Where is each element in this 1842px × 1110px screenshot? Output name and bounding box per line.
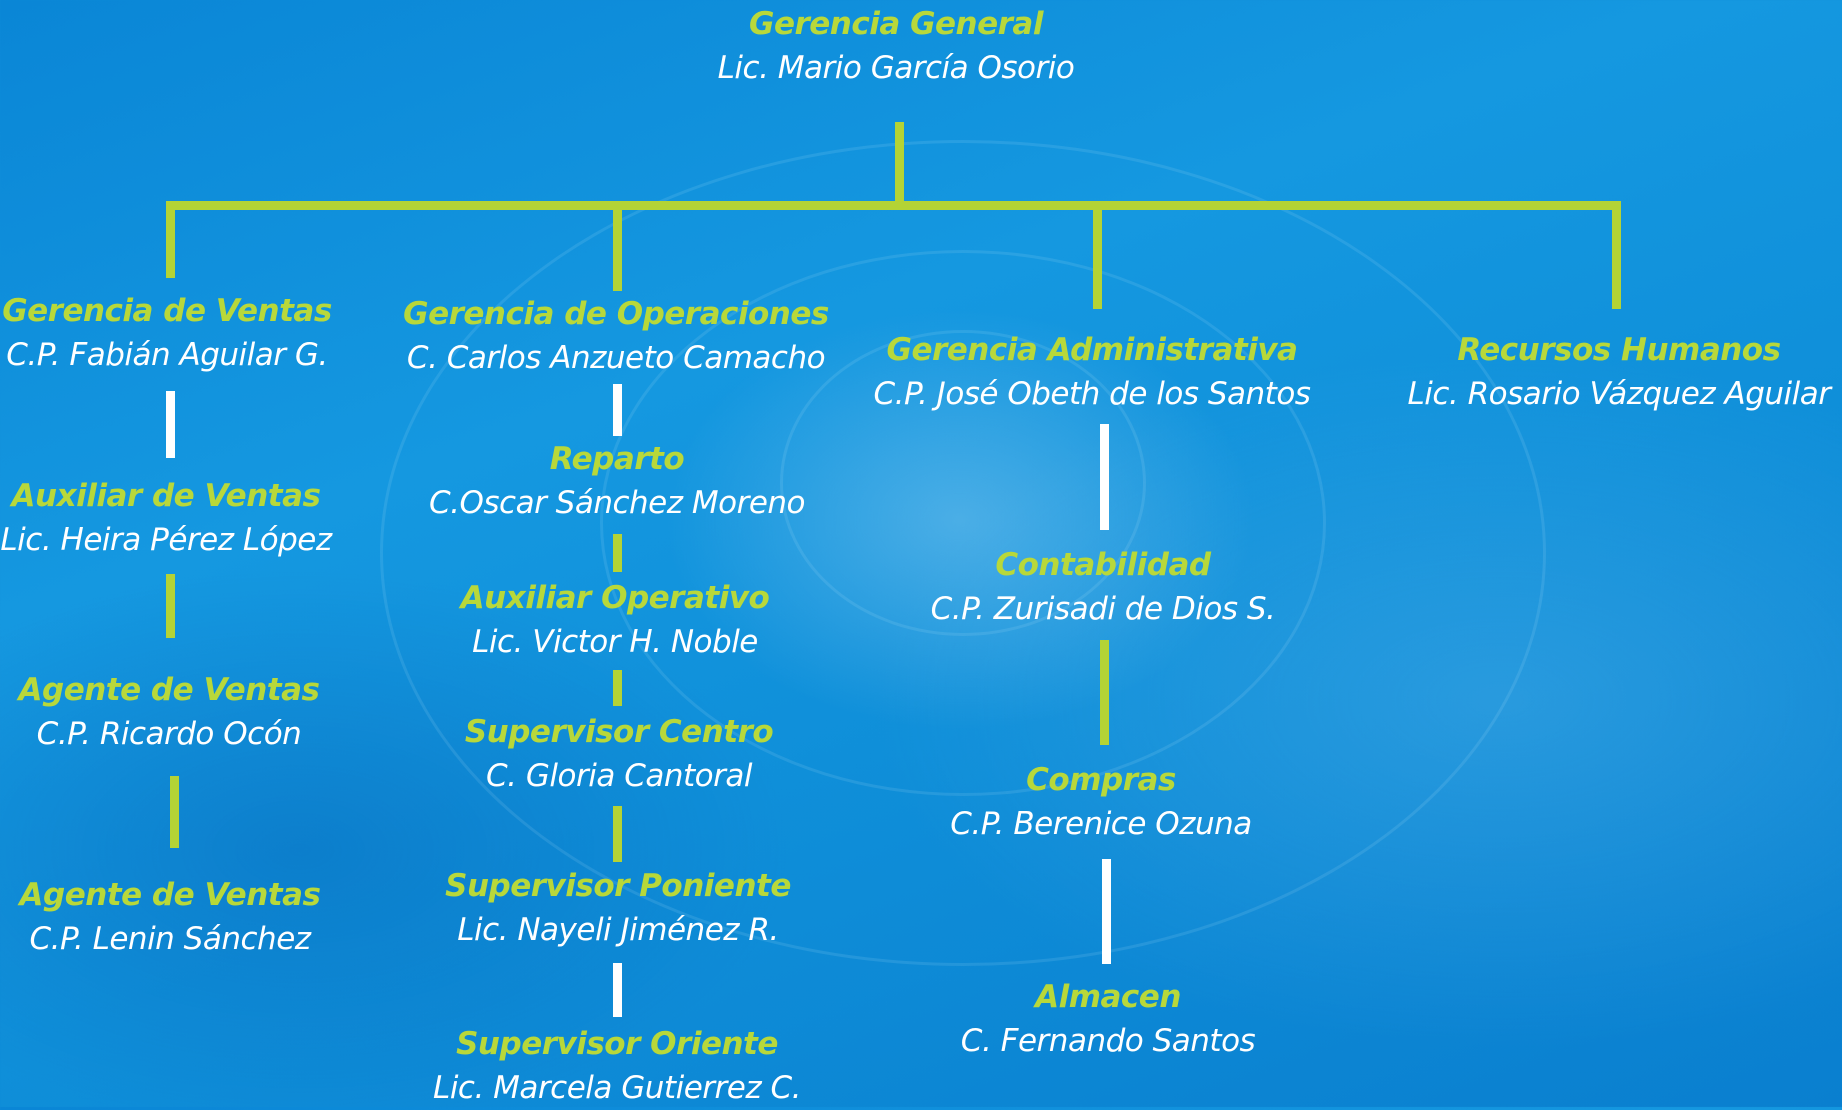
node-person: Lic. Mario García Osorio bbox=[717, 50, 1075, 86]
node-title: Compras bbox=[1026, 762, 1176, 798]
node-supervisor-centro: Supervisor Centro C. Gloria Cantoral bbox=[464, 710, 774, 798]
connector-ventas bbox=[166, 201, 175, 278]
connector-operaciones-1 bbox=[613, 384, 622, 436]
node-auxiliar-ventas: Auxiliar de Ventas Lic. Heira Pérez Lópe… bbox=[0, 474, 332, 562]
node-contabilidad: Contabilidad C.P. Zurisadi de Dios S. bbox=[931, 543, 1276, 631]
node-person: C.P. Zurisadi de Dios S. bbox=[930, 591, 1276, 627]
node-gerencia-administrativa: Gerencia Administrativa C.P. José Obeth … bbox=[874, 328, 1311, 416]
connector-rrhh bbox=[1612, 201, 1621, 309]
connector-horizontal bbox=[166, 201, 1621, 210]
node-gerencia-operaciones: Gerencia de Operaciones C. Carlos Anzuet… bbox=[403, 292, 829, 380]
connector-operaciones-5 bbox=[613, 963, 622, 1017]
node-person: C.P. Lenin Sánchez bbox=[29, 921, 311, 957]
node-title: Supervisor Centro bbox=[464, 714, 774, 750]
node-person: C.Oscar Sánchez Moreno bbox=[428, 485, 806, 521]
node-person: Lic. Heira Pérez López bbox=[0, 522, 332, 558]
node-person: Lic. Marcela Gutierrez C. bbox=[433, 1070, 801, 1106]
node-gerencia-general: Gerencia General Lic. Mario García Osori… bbox=[718, 2, 1075, 90]
node-title: Gerencia de Ventas bbox=[2, 293, 332, 329]
connector-ventas-1 bbox=[166, 391, 175, 458]
node-title: Agente de Ventas bbox=[18, 672, 320, 708]
node-title: Auxiliar Operativo bbox=[460, 580, 770, 616]
node-person: C.P. Fabián Aguilar G. bbox=[6, 337, 328, 373]
node-person: C.P. José Obeth de los Santos bbox=[873, 376, 1311, 412]
node-title: Contabilidad bbox=[995, 547, 1211, 583]
node-recursos-humanos: Recursos Humanos Lic. Rosario Vázquez Ag… bbox=[1408, 328, 1831, 416]
node-title: Almacen bbox=[1035, 979, 1181, 1015]
node-title: Reparto bbox=[549, 441, 685, 477]
node-person: Lic. Victor H. Noble bbox=[472, 624, 758, 660]
node-compras: Compras C.P. Berenice Ozuna bbox=[950, 758, 1252, 846]
connector-administrativa-1 bbox=[1100, 424, 1109, 530]
node-person: C. Carlos Anzueto Camacho bbox=[406, 340, 826, 376]
water-ripple bbox=[380, 140, 1546, 966]
connector-administrativa-3 bbox=[1102, 859, 1111, 964]
node-title: Supervisor Poniente bbox=[445, 868, 791, 904]
connector-ventas-2 bbox=[166, 574, 175, 638]
connector-operaciones bbox=[613, 201, 622, 291]
node-title: Gerencia General bbox=[749, 6, 1043, 42]
node-person: Lic. Nayeli Jiménez R. bbox=[457, 912, 779, 948]
node-gerencia-ventas: Gerencia de Ventas C.P. Fabián Aguilar G… bbox=[2, 289, 332, 377]
node-supervisor-oriente: Supervisor Oriente Lic. Marcela Gutierre… bbox=[433, 1022, 801, 1110]
node-person: Lic. Rosario Vázquez Aguilar bbox=[1407, 376, 1831, 412]
node-auxiliar-operativo: Auxiliar Operativo Lic. Victor H. Noble bbox=[461, 576, 770, 664]
node-person: C. Fernando Santos bbox=[960, 1023, 1256, 1059]
node-reparto: Reparto C.Oscar Sánchez Moreno bbox=[428, 437, 806, 525]
node-person: C.P. Ricardo Ocón bbox=[36, 716, 302, 752]
node-title: Gerencia Administrativa bbox=[886, 332, 1298, 368]
connector-operaciones-3 bbox=[613, 670, 622, 706]
node-agente-ventas: Agente de Ventas C.P. Ricardo Ocón bbox=[19, 668, 320, 756]
connector-root bbox=[895, 122, 904, 205]
node-title: Auxiliar de Ventas bbox=[11, 478, 321, 514]
connector-operaciones-4 bbox=[613, 806, 622, 862]
node-almacen: Almacen C. Fernando Santos bbox=[960, 975, 1256, 1063]
node-agente-ventas: Agente de Ventas C.P. Lenin Sánchez bbox=[20, 873, 321, 961]
connector-ventas-3 bbox=[170, 776, 179, 848]
node-title: Agente de Ventas bbox=[19, 877, 321, 913]
connector-operaciones-2 bbox=[613, 534, 622, 572]
node-supervisor-poniente: Supervisor Poniente Lic. Nayeli Jiménez … bbox=[445, 864, 791, 952]
connector-administrativa bbox=[1093, 201, 1102, 309]
node-person: C. Gloria Cantoral bbox=[486, 758, 752, 794]
node-title: Recursos Humanos bbox=[1457, 332, 1781, 368]
connector-administrativa-2 bbox=[1100, 640, 1109, 745]
node-title: Gerencia de Operaciones bbox=[403, 296, 829, 332]
node-title: Supervisor Oriente bbox=[456, 1026, 778, 1062]
node-person: C.P. Berenice Ozuna bbox=[950, 806, 1252, 842]
